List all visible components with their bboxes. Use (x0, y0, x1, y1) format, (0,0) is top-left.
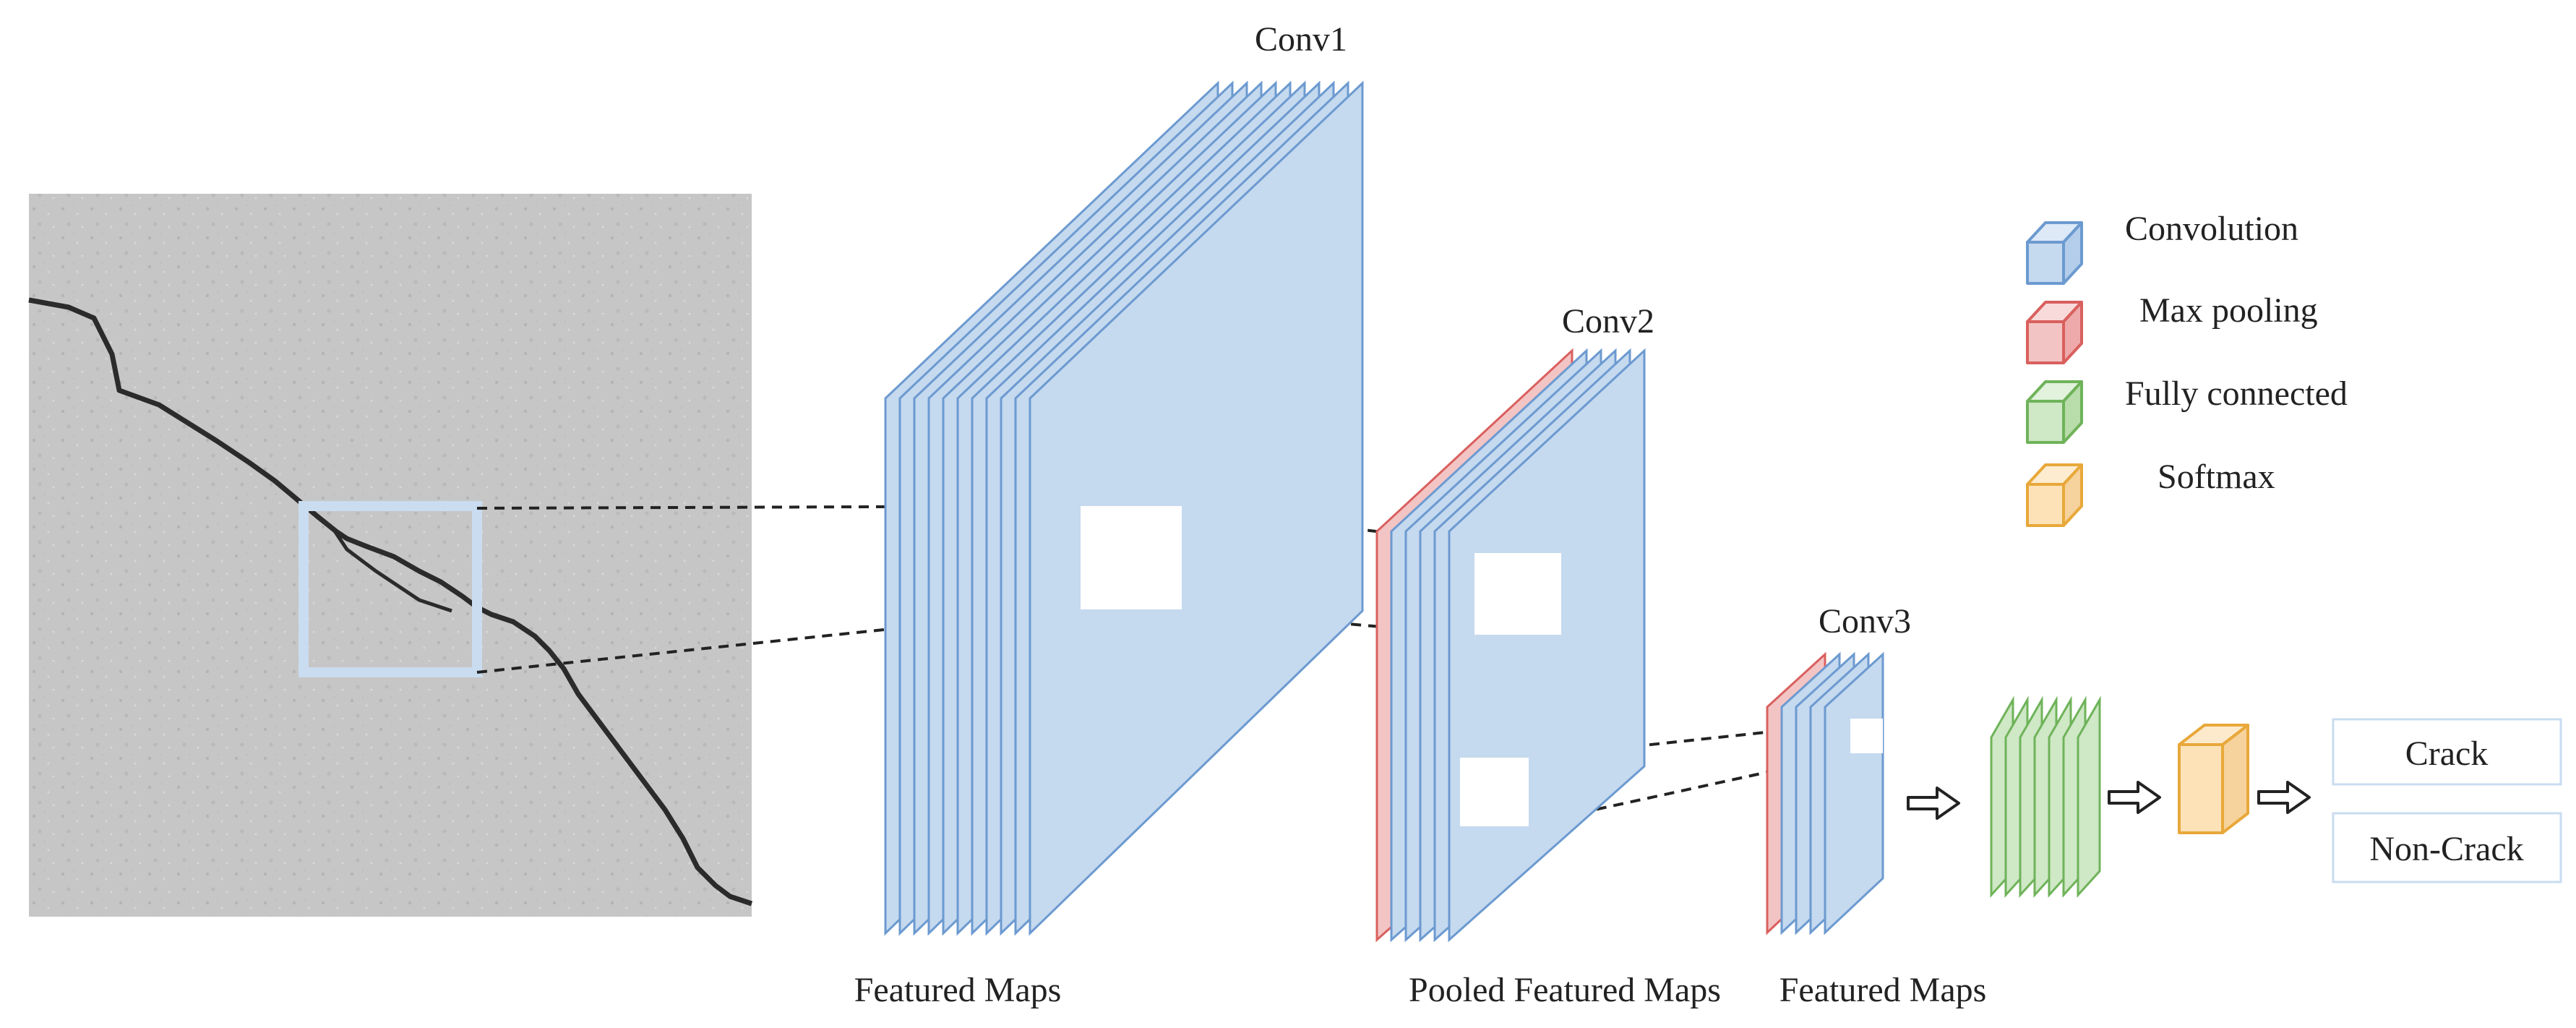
softmax-cube-icon (2178, 724, 2249, 834)
conv3-caption: Featured Maps (1779, 971, 1987, 1009)
conv1-stack (884, 80, 1364, 936)
conv3-stack (1766, 651, 1884, 935)
crack-line (28, 297, 753, 907)
fully-connected-stack (1990, 695, 2101, 898)
flow-arrow-icon (1907, 781, 2311, 820)
output-boxes: Crack Non-Crack (2332, 718, 2562, 883)
conv2-caption: Pooled Featured Maps (1409, 971, 1721, 1009)
conv1-label: Conv1 (1255, 20, 1347, 59)
conv2-label: Conv2 (1562, 302, 1654, 340)
legend-convolution-icon (2026, 221, 2083, 285)
legend-fully-connected-label: Fully connected (2125, 374, 2348, 413)
input-image (28, 194, 753, 917)
output-crack-box (2332, 718, 2562, 786)
output-non-crack-box (2332, 812, 2562, 883)
output-non-crack-label: Non-Crack (2369, 830, 2523, 868)
legend-fully-connected-icon (2026, 380, 2083, 444)
output-crack-label: Crack (2405, 734, 2489, 773)
legend-softmax-icon (2026, 463, 2083, 527)
legend: Convolution Max pooling Fully connected … (2026, 210, 2348, 527)
legend-softmax-label: Softmax (2158, 458, 2275, 496)
legend-max-pooling-icon (2026, 301, 2083, 364)
conv2-stack (1375, 348, 1646, 943)
receptive-field-box (299, 501, 482, 677)
conv1-caption: Featured Maps (854, 971, 1062, 1009)
conv3-label: Conv3 (1819, 602, 1911, 641)
legend-max-pooling-label: Max pooling (2139, 291, 2318, 330)
legend-convolution-label: Convolution (2125, 210, 2298, 248)
